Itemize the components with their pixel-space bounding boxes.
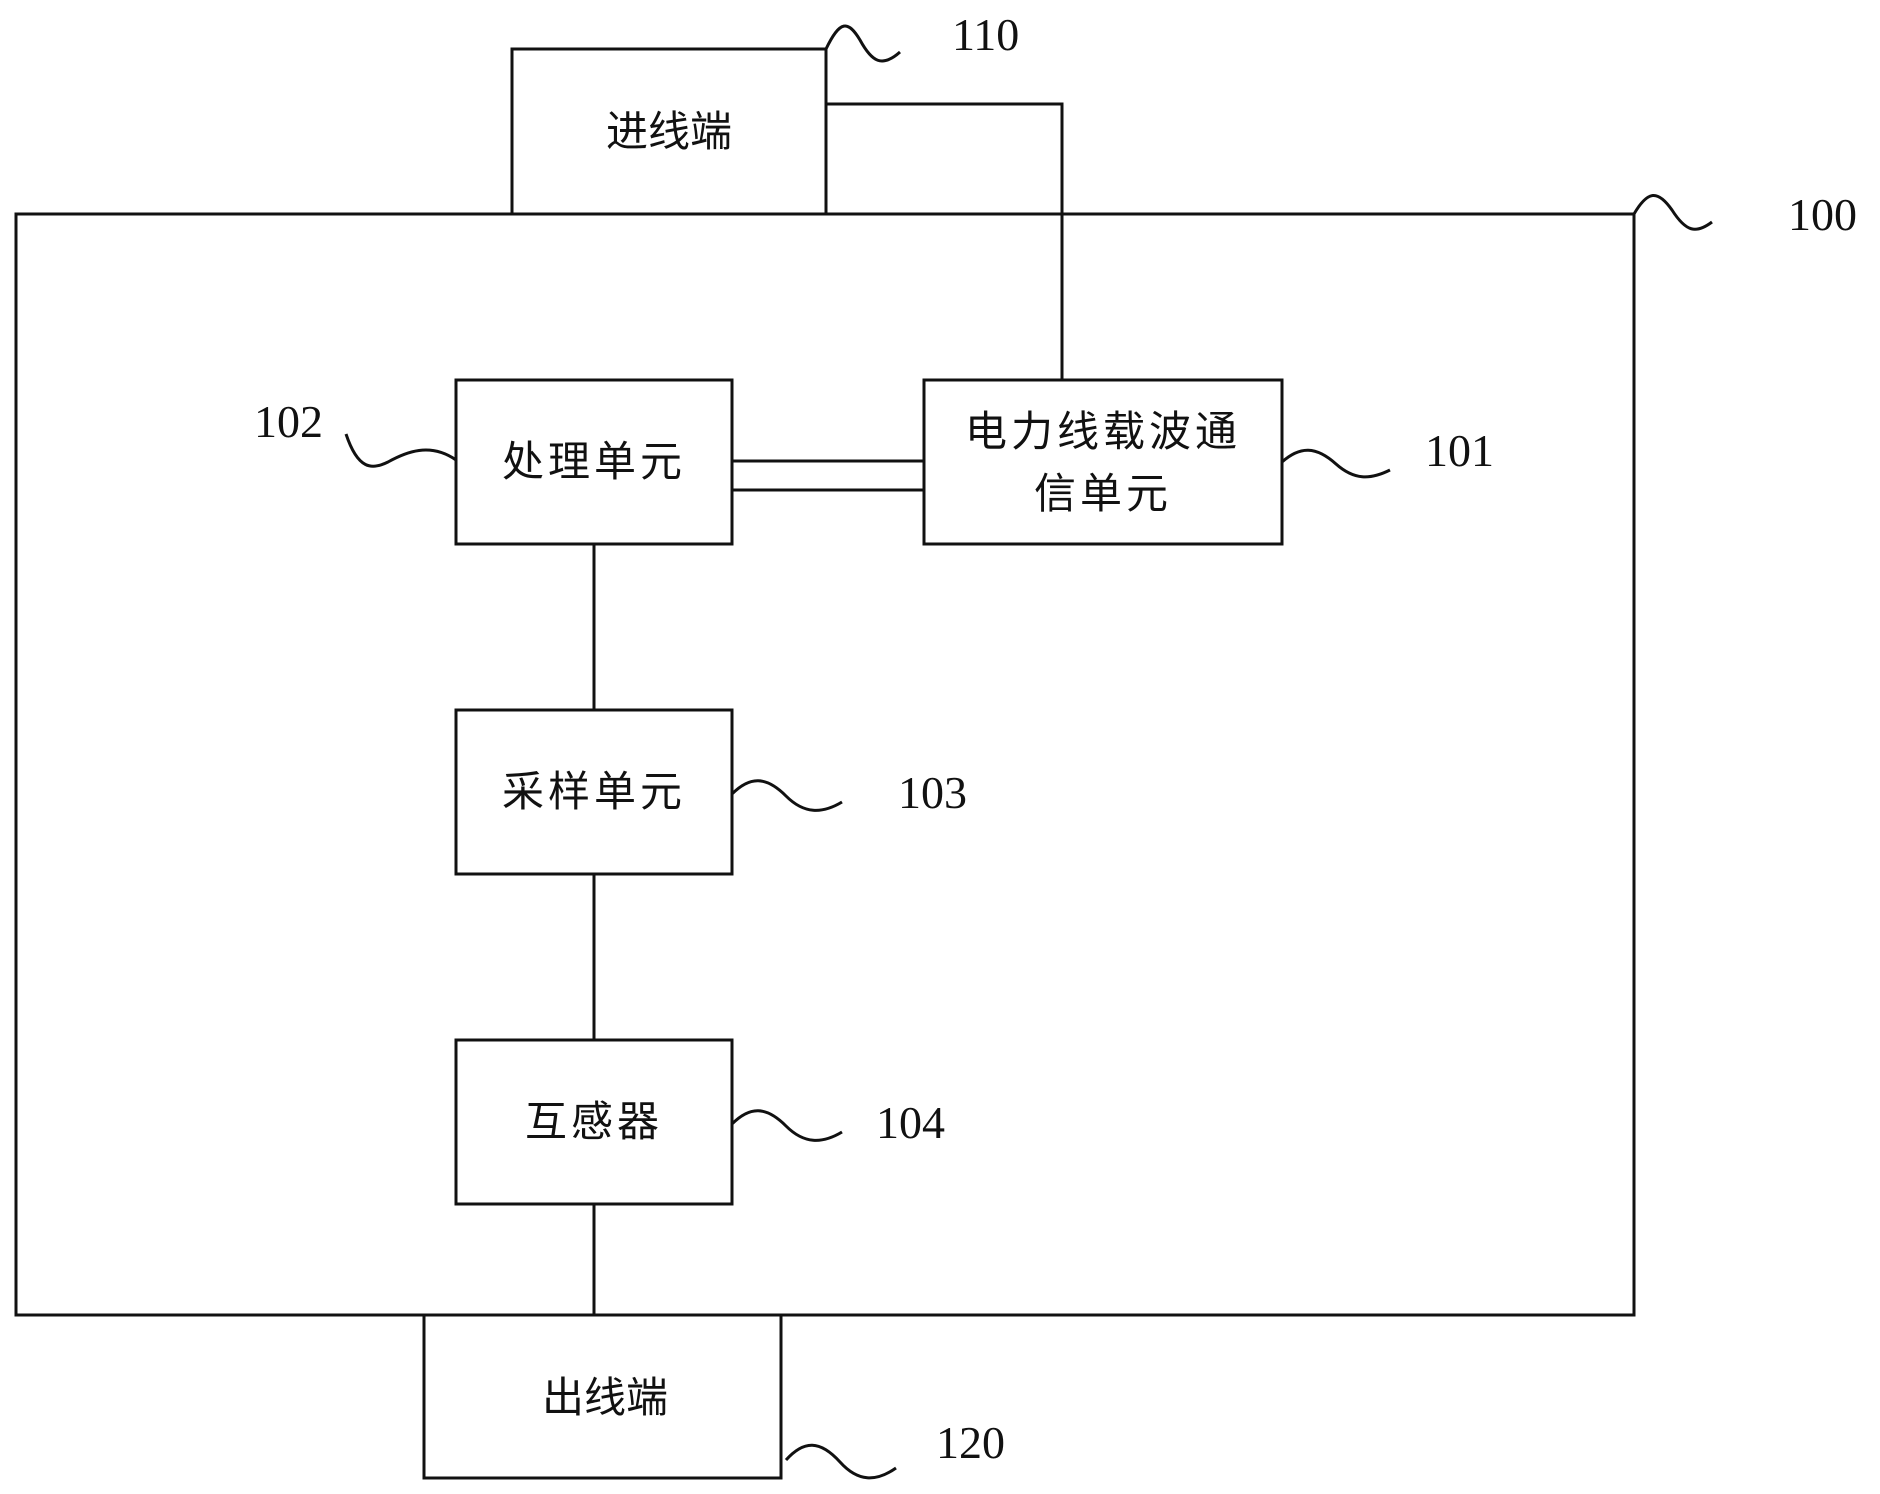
ref-104: 104: [876, 1097, 945, 1148]
outlet-box: [422, 1313, 783, 1480]
processing-unit-label: 处理单元: [502, 437, 686, 486]
plc-unit-label-line1: 电力线载波通: [965, 407, 1241, 456]
transformer-box: [454, 1038, 734, 1206]
plc-unit-box: [922, 378, 1284, 546]
ref-103: 103: [898, 767, 967, 818]
sampling-unit-box: [454, 708, 734, 876]
leader-120: [784, 1443, 897, 1480]
leader-103: [730, 779, 843, 812]
leader-104: [730, 1109, 843, 1142]
transformer-label: 互感器: [525, 1097, 663, 1146]
leader-100: [1632, 194, 1713, 231]
sampling-unit-label: 采样单元: [502, 767, 686, 816]
ref-120: 120: [936, 1417, 1005, 1468]
inlet-box: [510, 47, 828, 216]
ref-100: 100: [1788, 189, 1857, 240]
plc-unit-label-line2: 信单元: [1034, 469, 1172, 518]
leader-101: [1281, 448, 1391, 479]
wire-inlet-to-plc: [826, 102, 1064, 380]
device-box-100: [14, 212, 1636, 1317]
ref-110: 110: [952, 9, 1019, 60]
leader-102: [344, 433, 457, 468]
leader-110: [824, 24, 901, 63]
outlet-label: 出线端: [542, 1373, 668, 1422]
ref-102: 102: [254, 396, 323, 447]
processing-unit-box: [454, 378, 734, 546]
inlet-label: 进线端: [606, 107, 732, 156]
ref-101: 101: [1425, 425, 1494, 476]
